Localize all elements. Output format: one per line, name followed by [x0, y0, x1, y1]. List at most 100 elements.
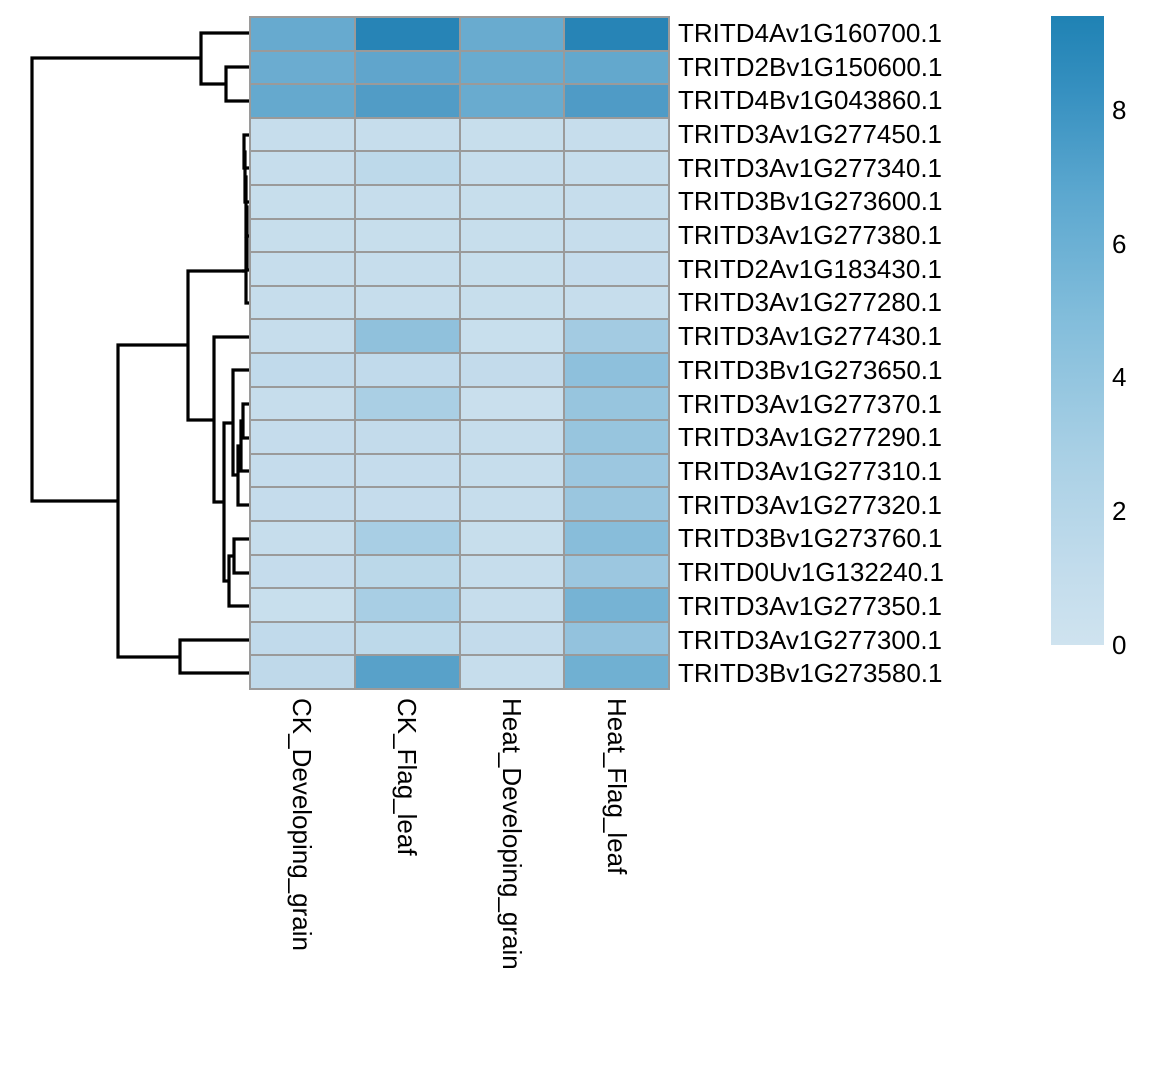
heatmap-cell [356, 119, 459, 151]
heatmap-cell [251, 85, 354, 117]
column-label-slot: CK_Developing_grain [249, 698, 354, 1058]
heatmap-cell [565, 488, 668, 520]
heatmap-cell [356, 85, 459, 117]
heatmap-cell [461, 220, 564, 252]
heatmap-cell [251, 253, 354, 285]
colorbar-tick-label: 2 [1112, 498, 1126, 524]
heatmap-cell [461, 152, 564, 184]
heatmap-cell [461, 589, 564, 621]
heatmap-cell [461, 320, 564, 352]
heatmap-cell [461, 85, 564, 117]
colorbar-tick-label: 4 [1112, 364, 1126, 390]
heatmap-cell [461, 186, 564, 218]
row-label: TRITD3Bv1G273760.1 [678, 522, 1078, 556]
heatmap-cell [251, 556, 354, 588]
heatmap-cell [251, 455, 354, 487]
heatmap-cell [251, 18, 354, 50]
row-label: TRITD2Av1G183430.1 [678, 252, 1078, 286]
colorbar-tick-label: 6 [1112, 231, 1126, 257]
heatmap-cell [251, 287, 354, 319]
heatmap-cell [461, 388, 564, 420]
row-label: TRITD4Av1G160700.1 [678, 16, 1078, 50]
heatmap-cell [461, 488, 564, 520]
row-label: TRITD3Av1G277370.1 [678, 387, 1078, 421]
row-label: TRITD3Bv1G273580.1 [678, 656, 1078, 690]
heatmap-cell [565, 455, 668, 487]
heatmap-cell [565, 85, 668, 117]
heatmap-cell [565, 18, 668, 50]
row-label: TRITD3Av1G277300.1 [678, 623, 1078, 657]
heatmap-cell [356, 589, 459, 621]
row-label: TRITD3Av1G277290.1 [678, 420, 1078, 454]
heatmap-cell [251, 354, 354, 386]
row-label: TRITD2Bv1G150600.1 [678, 50, 1078, 84]
heatmap-cell [356, 52, 459, 84]
heatmap-cell [356, 152, 459, 184]
heatmap-cell [565, 253, 668, 285]
heatmap-cell [251, 589, 354, 621]
heatmap-cell [565, 220, 668, 252]
heatmap-cell [565, 119, 668, 151]
heatmap-cell [356, 253, 459, 285]
heatmap-cell [251, 320, 354, 352]
row-label: TRITD3Av1G277310.1 [678, 454, 1078, 488]
heatmap-cell [356, 287, 459, 319]
heatmap-cell [356, 18, 459, 50]
heatmap-cell [356, 522, 459, 554]
row-label: TRITD3Av1G277280.1 [678, 286, 1078, 320]
heatmap-cell [565, 152, 668, 184]
heatmap-cell [356, 623, 459, 655]
heatmap-grid [249, 16, 670, 690]
colorbar-tick-label: 8 [1112, 97, 1126, 123]
heatmap-cell [461, 354, 564, 386]
heatmap-cell [356, 656, 459, 688]
heatmap-cell [251, 522, 354, 554]
row-dendrogram [0, 0, 252, 700]
row-label: TRITD3Av1G277350.1 [678, 589, 1078, 623]
heatmap-cell [356, 556, 459, 588]
heatmap-cell [251, 656, 354, 688]
row-label: TRITD3Av1G277340.1 [678, 151, 1078, 185]
heatmap-cell [565, 52, 668, 84]
heatmap-cell [565, 656, 668, 688]
column-label-slot: CK_Flag_leaf [354, 698, 459, 1058]
colorbar-tick-label: 0 [1112, 632, 1126, 658]
heatmap-cell [461, 421, 564, 453]
row-label: TRITD3Bv1G273650.1 [678, 353, 1078, 387]
row-label: TRITD3Bv1G273600.1 [678, 185, 1078, 219]
heatmap-cell [251, 388, 354, 420]
heatmap-cell [461, 556, 564, 588]
row-label: TRITD3Av1G277380.1 [678, 218, 1078, 252]
column-label: Heat_Flag_leaf [604, 698, 630, 874]
heatmap-cell [461, 18, 564, 50]
heatmap-cell [251, 220, 354, 252]
heatmap-cell [356, 388, 459, 420]
heatmap-cell [565, 556, 668, 588]
heatmap-cell [461, 52, 564, 84]
heatmap-cell [565, 320, 668, 352]
heatmap-cell [565, 421, 668, 453]
heatmap-cell [565, 354, 668, 386]
column-label-slot: Heat_Developing_grain [460, 698, 565, 1058]
heatmap-cell [251, 186, 354, 218]
heatmap-cell [356, 186, 459, 218]
heatmap-cell [251, 488, 354, 520]
row-label: TRITD4Bv1G043860.1 [678, 83, 1078, 117]
heatmap-cell [565, 186, 668, 218]
column-label-list: CK_Developing_grain CK_Flag_leaf Heat_Deve… [249, 698, 670, 1058]
row-label: TRITD3Av1G277450.1 [678, 117, 1078, 151]
row-label: TRITD3Av1G277430.1 [678, 319, 1078, 353]
row-label: TRITD3Av1G277320.1 [678, 488, 1078, 522]
heatmap-cell [461, 119, 564, 151]
heatmap-cell [251, 52, 354, 84]
heatmap-cell [565, 589, 668, 621]
column-label: CK_Flag_leaf [394, 698, 420, 856]
heatmap-cell [356, 488, 459, 520]
heatmap-cell [356, 220, 459, 252]
heatmap-cell [356, 455, 459, 487]
colorbar-gradient [1051, 16, 1104, 645]
heatmap-cell [461, 656, 564, 688]
heatmap-cell [565, 388, 668, 420]
heatmap-cell [461, 623, 564, 655]
